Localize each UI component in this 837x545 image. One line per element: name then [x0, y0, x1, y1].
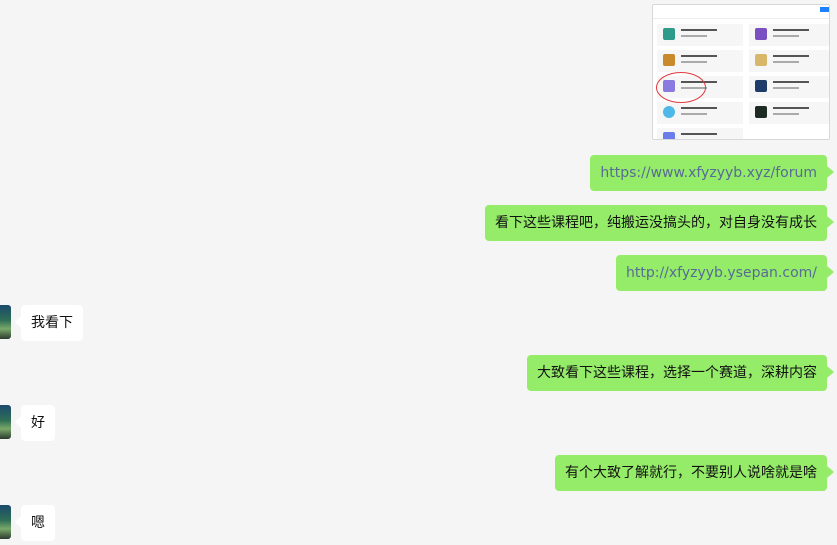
contact-avatar[interactable]: [0, 405, 11, 439]
message-incoming[interactable]: 好: [15, 405, 55, 441]
contact-avatar[interactable]: [0, 305, 11, 339]
screenshot-header: [653, 5, 829, 19]
message-text: 好: [31, 415, 45, 431]
message-incoming[interactable]: 我看下: [15, 305, 83, 341]
screenshot-course-card: [657, 24, 743, 46]
message-incoming[interactable]: 嗯: [15, 505, 55, 541]
screenshot-course-card: [749, 76, 829, 98]
contact-avatar[interactable]: [0, 505, 11, 539]
message-outgoing[interactable]: 看下这些课程吧，纯搬运没搞头的，对自身没有成长: [485, 205, 834, 241]
message-outgoing[interactable]: 有个大致了解就行，不要别人说啥就是啥: [555, 455, 834, 491]
message-link[interactable]: http://xfyzyyb.ysepan.com/: [626, 265, 817, 281]
screenshot-course-card: [749, 102, 829, 124]
screenshot-blue-button: [820, 7, 829, 12]
screenshot-course-card: [657, 50, 743, 72]
message-text: 嗯: [31, 515, 45, 531]
message-text: 有个大致了解就行，不要别人说啥就是啥: [565, 465, 817, 481]
screenshot-course-card: [657, 102, 743, 124]
message-text: 我看下: [31, 315, 73, 331]
screenshot-red-circle-annotation: [656, 72, 706, 103]
shared-screenshot-image[interactable]: [652, 4, 830, 140]
message-outgoing[interactable]: http://xfyzyyb.ysepan.com/: [616, 255, 834, 291]
message-text: 大致看下这些课程，选择一个赛道，深耕内容: [537, 365, 817, 381]
screenshot-course-card: [657, 128, 743, 139]
screenshot-course-card: [749, 50, 829, 72]
message-link[interactable]: https://www.xfyzyyb.xyz/forum: [600, 165, 817, 181]
screenshot-course-card: [749, 24, 829, 46]
message-outgoing[interactable]: https://www.xfyzyyb.xyz/forum: [590, 155, 834, 191]
message-outgoing[interactable]: 大致看下这些课程，选择一个赛道，深耕内容: [527, 355, 834, 391]
message-text: 看下这些课程吧，纯搬运没搞头的，对自身没有成长: [495, 215, 817, 231]
